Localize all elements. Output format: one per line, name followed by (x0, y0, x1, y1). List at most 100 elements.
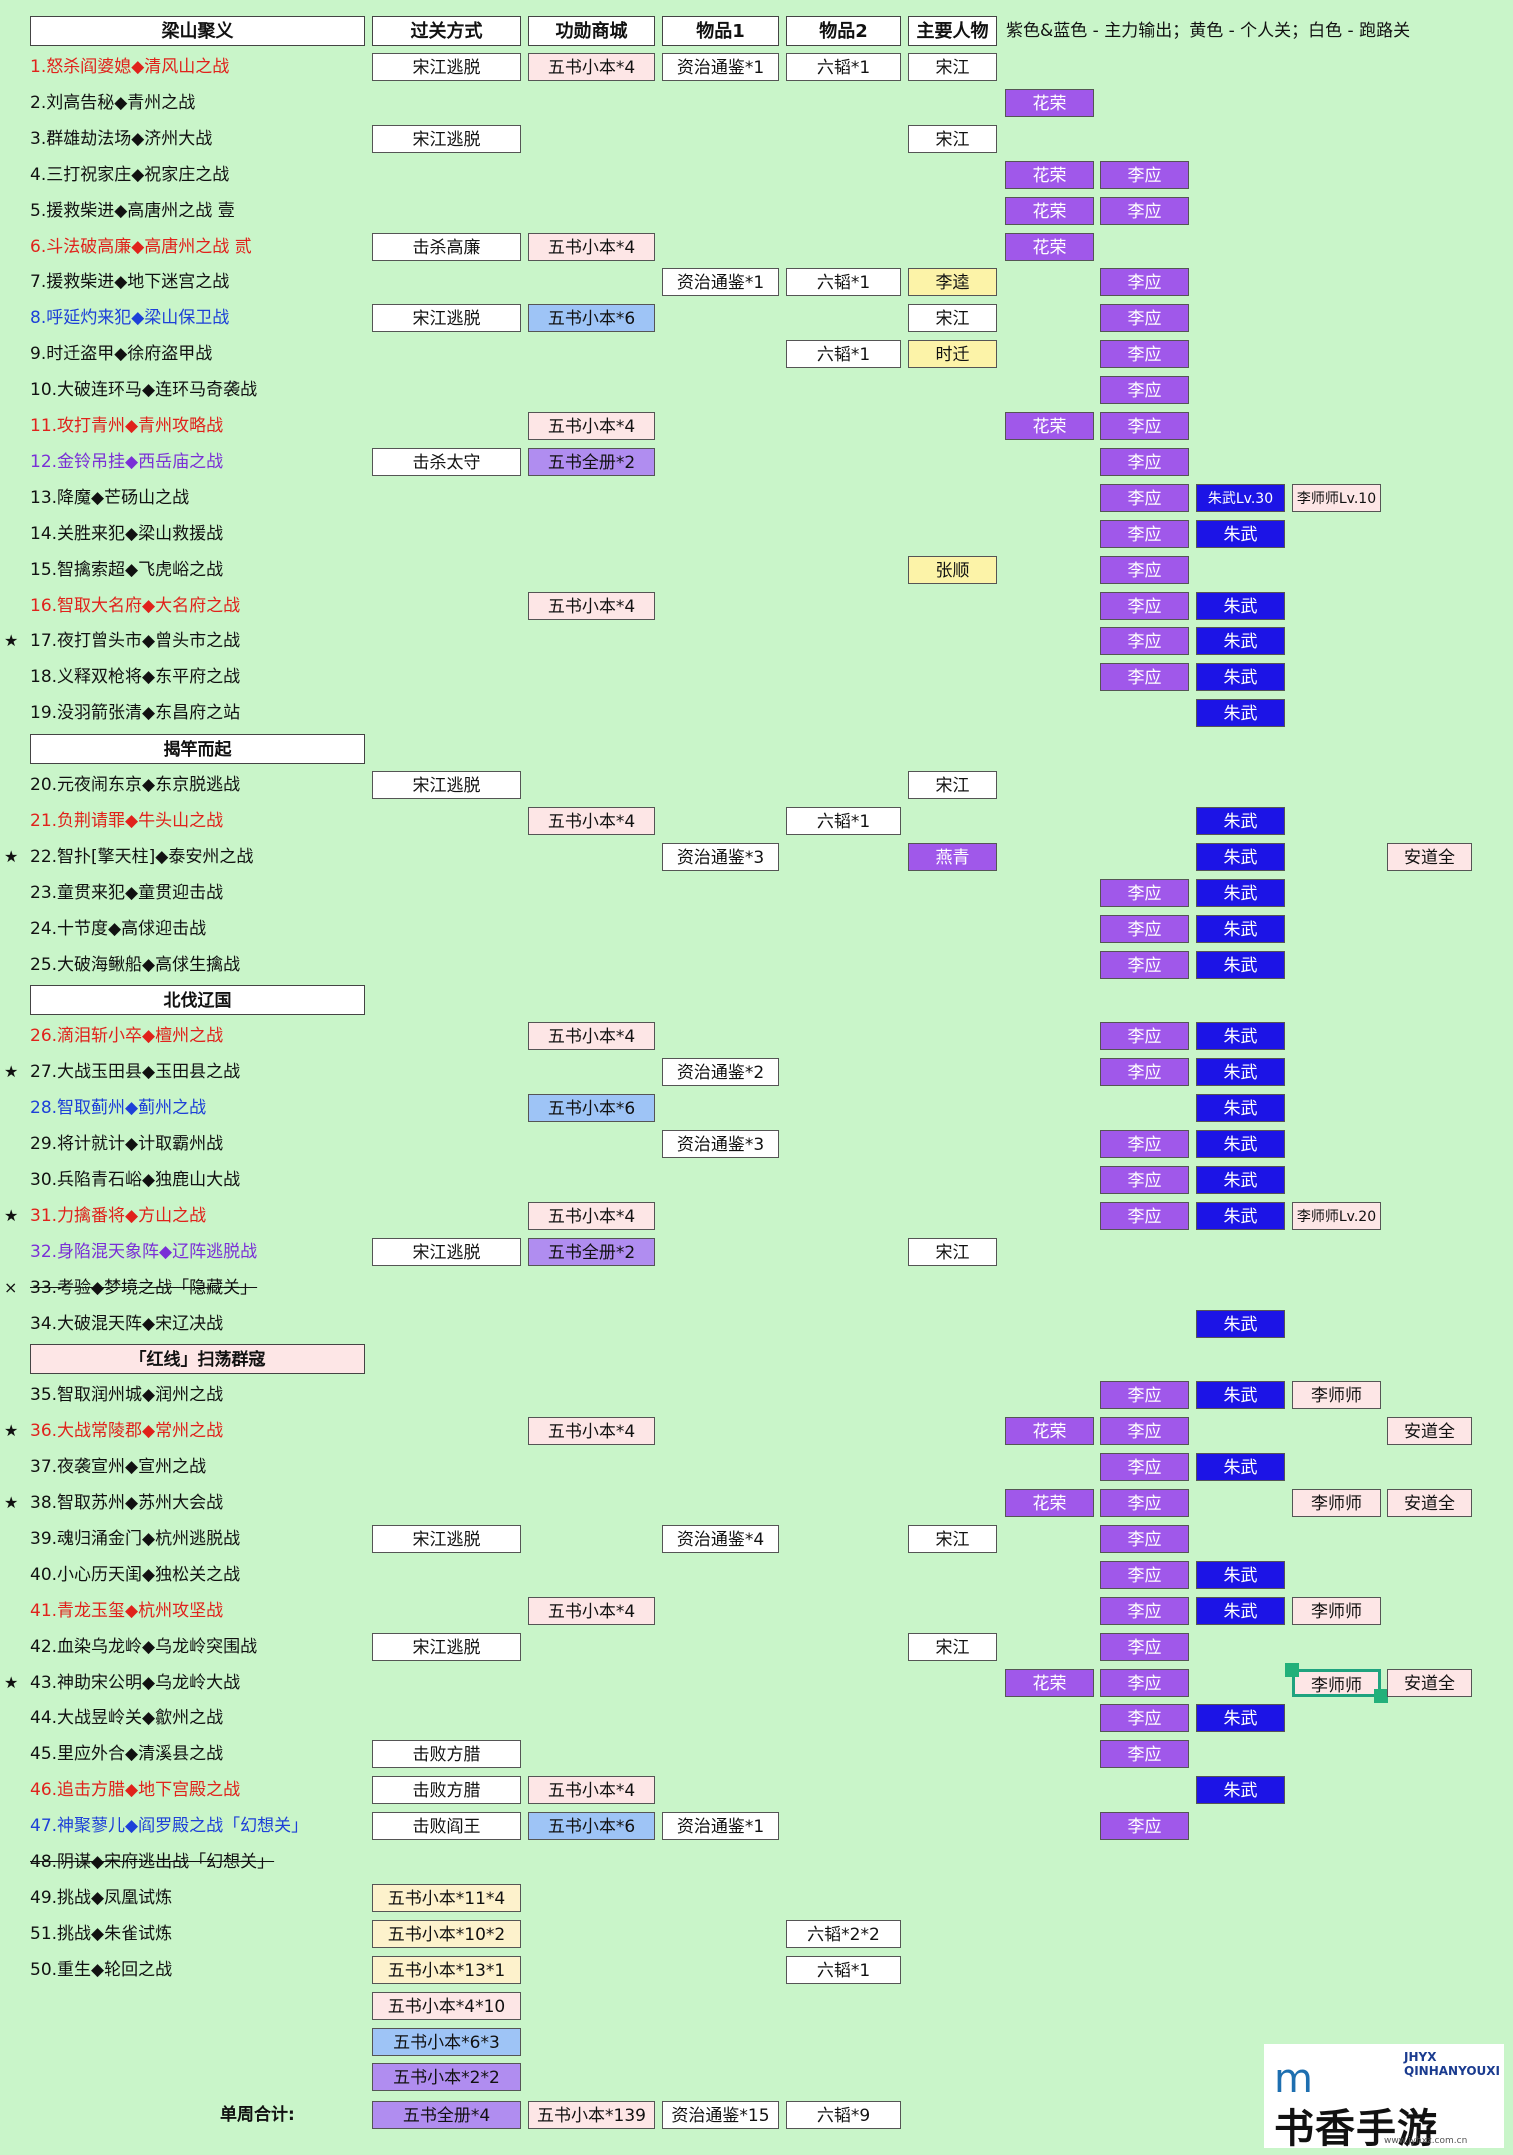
stage-cell: 五书小本*4 (528, 807, 655, 835)
stage-cell: 花荣 (1005, 412, 1094, 440)
stage-title: 42.血染乌龙岭◆乌龙岭突围战 (30, 1637, 258, 1657)
stage-cell: 资治通鉴*1 (662, 53, 779, 81)
stage-title: 41.青龙玉玺◆杭州攻坚战 (30, 1601, 224, 1621)
stage-title: 18.义释双枪将◆东平府之战 (30, 667, 241, 687)
stage-cell: 李师师 (1292, 1489, 1381, 1517)
stage-cell: 五书小本*4 (528, 1022, 655, 1050)
stage-title: 5.援救柴进◆高唐州之战 壹 (30, 201, 235, 221)
star-marker-icon: ★ (4, 1062, 19, 1081)
stage-cell: 五书小本*4 (528, 1776, 655, 1804)
stage-cell: 宋江 (908, 1633, 997, 1661)
color-legend: 紫色&蓝色 - 主力输出；黄色 - 个人关；白色 - 跑路关 (1006, 21, 1411, 41)
star-marker-icon: ★ (4, 1493, 19, 1512)
stage-cell: 朱武 (1196, 627, 1285, 655)
stage-title: 33.考验◆梦境之战「隐藏关」 (30, 1278, 258, 1298)
stage-cell: 朱武 (1196, 1094, 1285, 1122)
section-header: 揭竿而起 (30, 734, 365, 764)
stage-cell: 朱武 (1196, 1130, 1285, 1158)
stage-cell: 朱武 (1196, 1310, 1285, 1338)
stage-cell: 五书小本*4 (528, 53, 655, 81)
stage-title: 19.没羽箭张清◆东昌府之站 (30, 703, 241, 723)
stage-cell: 花荣 (1005, 1417, 1094, 1445)
stage-title: 21.负荆请罪◆牛头山之战 (30, 811, 224, 831)
stage-cell: 资治通鉴*1 (662, 1812, 779, 1840)
stage-cell: 李应 (1100, 1597, 1189, 1625)
stage-cell: 宋江 (908, 125, 997, 153)
stage-cell: 资治通鉴*3 (662, 843, 779, 871)
stage-cell: 李应 (1100, 1489, 1189, 1517)
stage-title: 22.智扑[擎天柱]◆泰安州之战 (30, 847, 254, 867)
stage-cell: 六韬*1 (786, 53, 901, 81)
header-shop: 功勋商城 (528, 16, 655, 46)
star-marker-icon: ★ (4, 847, 19, 866)
stage-title: 48.阴谋◆宋府逃出战「幻想关」 (30, 1852, 275, 1872)
logo-text: 书香手游 (1274, 2106, 1438, 2152)
stage-title: 34.大破混天阵◆宋辽决战 (30, 1314, 224, 1334)
stage-title: 11.攻打青州◆青州攻略战 (30, 416, 224, 436)
stage-cell: 五书小本*6 (528, 1094, 655, 1122)
stage-cell: 李师师 (1292, 1381, 1381, 1409)
stage-title: 30.兵陷青石峪◆独鹿山大战 (30, 1170, 241, 1190)
stage-title: 9.时迁盗甲◆徐府盗甲战 (30, 344, 213, 364)
stage-cell: 李应 (1100, 1812, 1189, 1840)
stage-cell: 李师师 (1292, 1669, 1381, 1697)
stage-title: 13.降魔◆芒砀山之战 (30, 488, 190, 508)
stage-cell: 李应 (1100, 951, 1189, 979)
summary-cell: 资治通鉴*15 (662, 2101, 779, 2129)
stage-title: 29.将计就计◆计取霸州战 (30, 1134, 224, 1154)
selection-handle-icon[interactable] (1374, 1689, 1388, 1703)
stage-cell: 五书小本*4 (528, 592, 655, 620)
stage-title: 37.夜袭宣州◆宣州之战 (30, 1457, 207, 1477)
stage-title: 44.大战昱岭关◆歙州之战 (30, 1708, 224, 1728)
stage-cell: 李应 (1100, 1058, 1189, 1086)
stage-title: 1.怒杀阎婆媳◆清风山之战 (30, 57, 230, 77)
stage-title: 31.力擒番将◆方山之战 (30, 1206, 207, 1226)
stage-cell: 李师师Lv.20 (1292, 1202, 1381, 1230)
stage-title: 27.大战玉田县◆玉田县之战 (30, 1062, 241, 1082)
stage-cell: 朱武 (1196, 1381, 1285, 1409)
stage-cell: 宋江逃脱 (372, 125, 521, 153)
stage-cell: 六韬*2*2 (786, 1920, 901, 1948)
stage-title: 25.大破海鳅船◆高俅生擒战 (30, 955, 241, 975)
stage-cell: 六韬*1 (786, 340, 901, 368)
stage-title: 39.魂归涌金门◆杭州逃脱战 (30, 1529, 241, 1549)
stage-cell: 资治通鉴*3 (662, 1130, 779, 1158)
stage-cell: 李师师Lv.10 (1292, 484, 1381, 512)
stage-cell: 李应 (1100, 1669, 1189, 1697)
stage-cell: 朱武 (1196, 1561, 1285, 1589)
stage-cell: 李应 (1100, 1381, 1189, 1409)
stage-cell: 六韬*1 (786, 807, 901, 835)
stage-cell: 李应 (1100, 1202, 1189, 1230)
summary-label: 单周合计: (220, 2105, 295, 2125)
stage-cell: 花荣 (1005, 197, 1094, 225)
stage-cell: 击败方腊 (372, 1776, 521, 1804)
stage-cell: 李应 (1100, 1740, 1189, 1768)
stage-cell: 五书全册*2 (528, 448, 655, 476)
stage-cell: 资治通鉴*2 (662, 1058, 779, 1086)
selection-handle-icon[interactable] (1285, 1663, 1299, 1677)
stage-cell: 李师师 (1292, 1597, 1381, 1625)
star-marker-icon: ★ (4, 1673, 19, 1692)
stage-title: 2.刘高告秘◆青州之战 (30, 93, 196, 113)
stage-cell: 朱武 (1196, 1058, 1285, 1086)
stage-cell: 花荣 (1005, 233, 1094, 261)
stage-cell: 宋江逃脱 (372, 53, 521, 81)
stage-title: 7.援救柴进◆地下迷宫之战 (30, 272, 230, 292)
stage-cell: 李应 (1100, 520, 1189, 548)
stage-title: 12.金铃吊挂◆西岳庙之战 (30, 452, 224, 472)
stage-cell: 安道全 (1387, 1417, 1472, 1445)
stage-cell: 花荣 (1005, 1489, 1094, 1517)
stage-cell: 朱武 (1196, 843, 1285, 871)
stage-title: 23.童贯来犯◆童贯迎击战 (30, 883, 224, 903)
stage-cell: 朱武 (1196, 951, 1285, 979)
stage-cell: 宋江逃脱 (372, 1633, 521, 1661)
stage-cell: 李应 (1100, 1525, 1189, 1553)
stage-cell: 李应 (1100, 268, 1189, 296)
stage-cell: 资治通鉴*4 (662, 1525, 779, 1553)
stage-cell: 五书小本*6 (528, 304, 655, 332)
section-header: 「红线」扫荡群寇 (30, 1344, 365, 1374)
stage-title: 20.元夜闹东京◆东京脱逃战 (30, 775, 241, 795)
stage-cell: 朱武 (1196, 1704, 1285, 1732)
stage-title: 40.小心历天闺◆独松关之战 (30, 1565, 241, 1585)
stage-title: 24.十节度◆高俅迎击战 (30, 919, 207, 939)
